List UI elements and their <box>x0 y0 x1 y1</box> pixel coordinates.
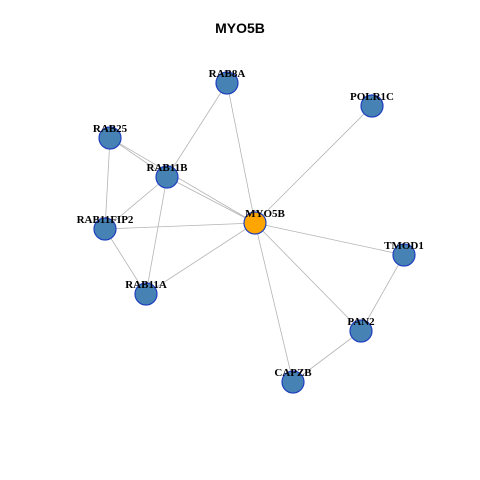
node-label-rab25: RAB25 <box>93 123 128 135</box>
node-label-rab11b: RAB11B <box>147 162 189 174</box>
node-capzb <box>281 370 305 394</box>
edge-myo5b-capzb <box>254 222 294 383</box>
edge-pan2-capzb <box>292 330 362 383</box>
node-layer <box>93 71 416 394</box>
node-myo5b <box>243 211 267 235</box>
edge-myo5b-rab25 <box>109 137 256 224</box>
edge-rab11fip2-rab11a <box>104 228 147 295</box>
edge-rab8a-rab11b <box>166 82 228 178</box>
node-label-pan2: PAN2 <box>347 316 375 328</box>
node-rab11fip2 <box>93 217 117 241</box>
edge-myo5b-tmod1 <box>254 222 405 256</box>
edge-rab25-rab11fip2 <box>104 137 111 230</box>
edge-myo5b-rab11a <box>145 222 256 295</box>
node-label-capzb: CAPZB <box>274 367 312 379</box>
edge-rab11b-rab11a <box>145 176 168 295</box>
diagram-title: MYO5B <box>215 20 265 36</box>
node-rab11a <box>134 282 158 306</box>
node-label-rab11fip2: RAB11FIP2 <box>77 214 134 226</box>
edge-myo5b-polr1c <box>254 105 373 224</box>
edge-myo5b-rab11b <box>166 176 256 224</box>
node-tmod1 <box>392 243 416 267</box>
edge-tmod1-pan2 <box>360 254 405 332</box>
node-rab11b <box>155 165 179 189</box>
node-label-rab8a: RAB8A <box>209 68 246 80</box>
node-label-myo5b: MYO5B <box>245 208 285 220</box>
node-label-rab11a: RAB11A <box>125 279 167 291</box>
node-rab8a <box>215 71 239 95</box>
edge-myo5b-rab8a <box>226 82 256 224</box>
edge-myo5b-pan2 <box>254 222 362 332</box>
node-pan2 <box>349 319 373 343</box>
node-label-tmod1: TMOD1 <box>384 240 424 252</box>
edge-rab11b-rab11fip2 <box>104 176 168 230</box>
edge-myo5b-rab11fip2 <box>104 222 256 230</box>
node-polr1c <box>360 94 384 118</box>
node-label-polr1c: POLR1C <box>350 91 394 103</box>
node-rab25 <box>98 126 122 150</box>
